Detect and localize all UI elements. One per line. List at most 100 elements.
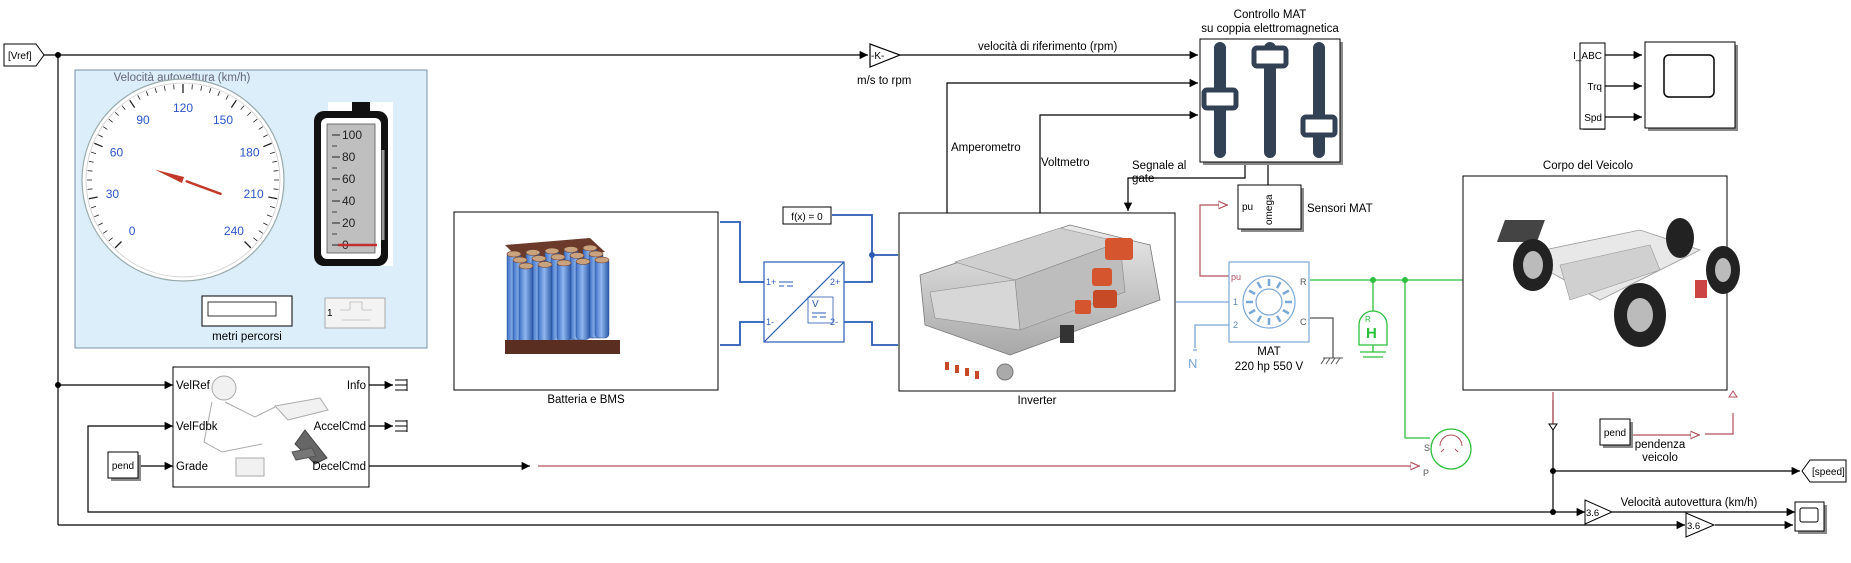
gauge-needle-tail: [185, 180, 222, 196]
pend-block-right[interactable]: pend pendenza veicolo: [1599, 418, 1686, 464]
pendenza-line[interactable]: [1705, 413, 1734, 435]
goto-vref-block[interactable]: [Vref]: [3, 43, 45, 67]
bar-gauge[interactable]: 100806040200: [314, 102, 393, 266]
gain-36-block-upper[interactable]: 3.6: [1584, 499, 1614, 525]
terminator-info[interactable]: [395, 379, 408, 391]
gauge-tick: [102, 126, 108, 130]
gauge-tick: [258, 230, 264, 234]
scope-block-top[interactable]: [1644, 41, 1738, 131]
driver-figure-icon: [203, 375, 329, 477]
battery-cell: [537, 262, 553, 343]
pendenza-caption-2: veicolo: [1642, 452, 1678, 464]
goto-speed-label: [speed]: [1812, 467, 1845, 478]
driver-block[interactable]: VelRef VelFdbk Grade Info AccelCmd Decel…: [172, 366, 370, 488]
gauge-tick: [137, 95, 141, 100]
pend-label-right: pend: [1604, 428, 1626, 439]
battery-block[interactable]: Batteria e BMS: [453, 211, 719, 406]
gauge-tick: [88, 160, 94, 163]
gain-36-block-lower[interactable]: 3.6: [1685, 512, 1716, 538]
amperometro-line[interactable]: [946, 78, 1198, 213]
fx-wire[interactable]: [832, 214, 873, 255]
gauge-tick: [121, 105, 126, 110]
gauge-tick-label: 90: [136, 113, 150, 127]
inertia-block[interactable]: H: [1358, 310, 1388, 358]
gate-signal-line[interactable]: [1123, 163, 1246, 211]
inverter-block[interactable]: Inverter: [898, 212, 1176, 407]
terminator-accel[interactable]: [395, 420, 408, 432]
gauge-tick: [244, 241, 252, 249]
battery-cell-top: [506, 250, 522, 258]
svg-text:H: H: [1366, 325, 1377, 342]
battery-cell-top: [582, 244, 598, 252]
gauge-tick: [269, 206, 275, 209]
gauge-tick-label: 210: [244, 187, 264, 201]
driver-input-grade: Grade: [176, 461, 208, 473]
dcdc-port-1plus: 1+: [766, 277, 776, 287]
gauge-tick: [263, 142, 272, 148]
body-speed-line[interactable]: [1552, 400, 1585, 517]
inverter-caption: Inverter: [1018, 395, 1057, 407]
brake-port-p: P: [1423, 468, 1429, 478]
dcdc-minus-wire[interactable]: [842, 321, 898, 346]
battery-cell-top: [544, 247, 560, 255]
voltmetro-line[interactable]: [1039, 110, 1198, 213]
signal-lines: [44, 50, 1800, 530]
gauge-needle: [154, 169, 185, 184]
integrator-block[interactable]: 1: [324, 297, 386, 329]
bar-tick-label: 60: [342, 172, 356, 186]
distance-display[interactable]: metri percorsi: [201, 295, 293, 343]
gauge-tick: [266, 214, 272, 218]
gauge-tick: [263, 222, 268, 226]
motor-neutral-wire[interactable]: [1194, 324, 1229, 348]
gauge-tick: [108, 237, 113, 242]
pend-block-left[interactable]: pend: [107, 451, 141, 481]
battery-cell-top: [537, 261, 553, 268]
motor-slot: [1275, 281, 1282, 289]
sensori-mat-block[interactable]: pu omega Sensori MAT: [1237, 184, 1373, 232]
brake-block[interactable]: S P: [1423, 428, 1472, 478]
solver-config-block[interactable]: f(x) = 0: [782, 206, 832, 225]
brake-link[interactable]: [1404, 280, 1430, 439]
battery-cell-top: [518, 262, 534, 270]
gauge-tick-label: 120: [173, 101, 193, 115]
battery-plus-wire[interactable]: [720, 221, 764, 283]
gauge-tick: [163, 85, 166, 91]
mux-block[interactable]: [1579, 42, 1606, 130]
pendenza-caption-1: pendenza: [1635, 439, 1686, 451]
dcdc-port-2plus: 2+: [830, 277, 840, 287]
gain-k-caption: m/s to rpm: [857, 75, 911, 87]
control-mat-block[interactable]: Controllo MAT su coppia elettromagnetica: [1199, 9, 1343, 165]
dcdc-converter-block[interactable]: 1+ 1- 2+ 2- V: [763, 261, 845, 343]
sliders-icon: [1201, 42, 1338, 158]
velfdbk-line[interactable]: [87, 421, 1553, 513]
gauge-tick: [253, 237, 258, 242]
battery-cell-top: [556, 259, 572, 267]
battery-cell: [575, 259, 591, 340]
battery-cell-top: [563, 246, 579, 253]
gauge-tick: [268, 196, 278, 200]
gauge-tick: [129, 99, 136, 109]
gate-label-2: gate: [1132, 173, 1154, 185]
motor-slot: [1282, 289, 1290, 296]
gauge-tick: [272, 160, 278, 163]
motor-block[interactable]: pu 1 2 R C MAT 220 hp 550 V: [1228, 261, 1310, 373]
vehicle-body-block[interactable]: Corpo del Veicolo: [1462, 160, 1740, 391]
gain-k-block[interactable]: -K- m/s to rpm: [857, 43, 911, 87]
scope-screen-icon: [1799, 507, 1819, 523]
scope-block-bottom[interactable]: [1794, 501, 1827, 534]
pu-signal-line[interactable]: [1199, 205, 1229, 277]
goto-speed-block[interactable]: [speed]: [1801, 459, 1847, 483]
dcdc-plus-wire[interactable]: [842, 254, 898, 283]
gauge-tick-label: 240: [224, 224, 244, 238]
motor-port-pu: pu: [1231, 272, 1241, 282]
amperometro-label: Amperometro: [951, 142, 1021, 154]
sensori-port-out: omega: [1264, 194, 1275, 225]
motor-slot: [1248, 289, 1256, 296]
gauge-tick: [145, 91, 149, 97]
motor-case-line[interactable]: [1310, 317, 1334, 358]
gauge-tick: [225, 95, 229, 100]
gauge-tick: [209, 88, 212, 94]
battery-minus-wire[interactable]: [720, 321, 764, 346]
